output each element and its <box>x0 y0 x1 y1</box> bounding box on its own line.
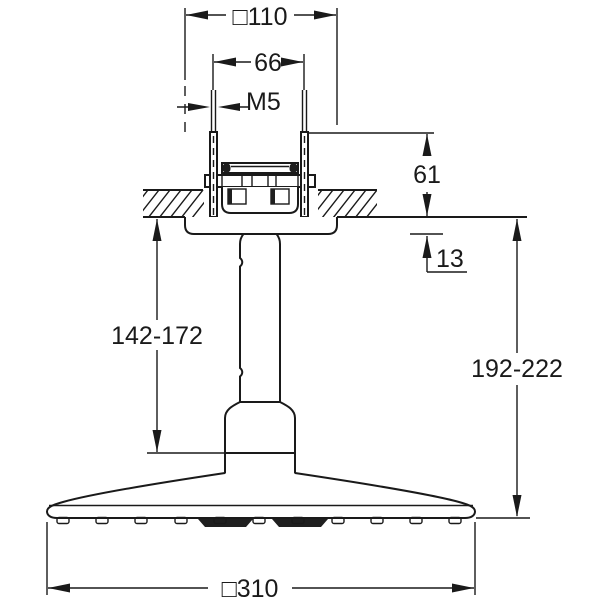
shower-head <box>45 472 477 519</box>
nozzle <box>174 516 188 525</box>
mounting-top-plate <box>221 162 299 174</box>
dimension-flange-width: □110 <box>184 3 338 132</box>
dimension-flange-depth: 13 <box>410 233 467 273</box>
ceiling-hatch-right <box>318 190 377 217</box>
seal-left <box>222 163 231 173</box>
nozzle <box>56 516 70 525</box>
dim-label-head-width: □310 <box>222 575 279 600</box>
nozzle <box>95 516 109 525</box>
nozzle <box>213 516 227 525</box>
dimension-arm-length: 142-172 <box>111 219 225 454</box>
nozzle <box>448 516 462 525</box>
spray-nozzles <box>56 516 462 527</box>
shower-head-outline <box>45 472 477 519</box>
nozzle <box>252 516 266 525</box>
dim-label-flange-width: □110 <box>233 3 288 31</box>
housing-block-left-edge <box>228 189 232 204</box>
ceiling-section <box>143 189 527 218</box>
shower-drop-pipe <box>239 233 281 402</box>
rough-in-mounting-assembly <box>204 90 316 218</box>
threaded-rod-right <box>300 90 309 218</box>
dim-label-total-drop: 192-222 <box>471 355 563 383</box>
ceiling-escutcheon <box>184 217 338 235</box>
dim-label-thread-size: M5 <box>246 88 281 116</box>
dimension-total-drop: 192-222 <box>471 219 563 519</box>
seal-right <box>289 163 298 173</box>
housing-block-right-edge <box>271 189 275 204</box>
ceiling-hatch-left <box>143 190 204 217</box>
nozzle <box>134 516 148 525</box>
nozzle <box>409 516 423 525</box>
dimension-head-width: □310 <box>46 522 476 600</box>
dim-label-flange-depth: 13 <box>436 245 464 273</box>
dim-label-arm-length: 142-172 <box>111 322 203 350</box>
valve-housing <box>221 187 299 214</box>
nozzle <box>291 516 305 525</box>
dimension-thread-size: M5 <box>177 88 281 116</box>
dimension-rod-spacing: 66 <box>212 49 305 90</box>
dim-label-above-ceiling: 61 <box>413 161 441 189</box>
flange-divisions <box>221 175 299 187</box>
shower-arm-connector <box>224 401 296 475</box>
dimension-above-ceiling-height: 61 <box>308 132 441 216</box>
nozzle <box>370 516 384 525</box>
nozzle <box>331 516 345 525</box>
dim-label-rod-spacing: 66 <box>254 49 282 77</box>
threaded-rod-left <box>209 90 218 218</box>
